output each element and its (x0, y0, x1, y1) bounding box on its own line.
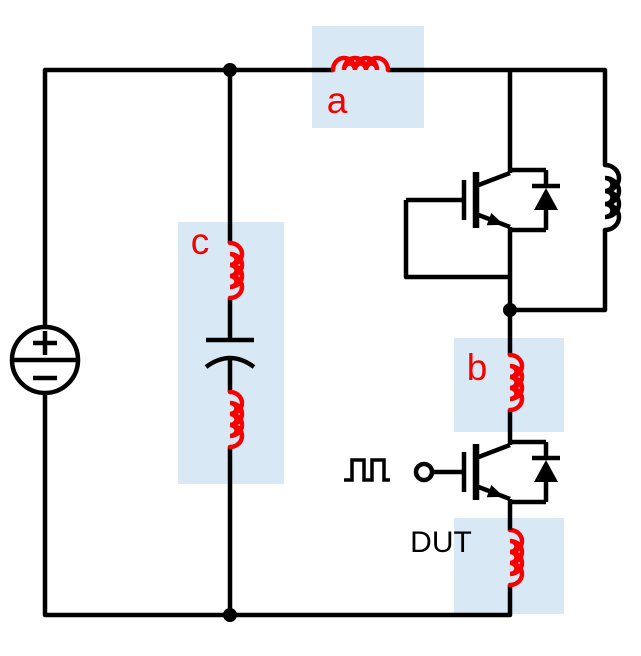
diode-high-leads (510, 167, 549, 233)
diode-dut-triangle (534, 460, 558, 482)
wire-right-to-midnode (510, 230, 608, 313)
capacitor-plate-bottom (204, 355, 256, 369)
load-inductor-coil (602, 162, 622, 233)
igbt-high-side (403, 70, 560, 310)
igbt-dut-collector-diagonal (475, 442, 511, 461)
label-dut: DUT (410, 526, 472, 559)
plus-icon (33, 331, 57, 355)
wire-bottom (42, 393, 513, 618)
junction-dot-midpoint (503, 303, 517, 317)
igbt-high-collector-diagonal (475, 170, 511, 189)
label-inductor-a: a (327, 80, 348, 121)
igbt-dut (432, 439, 560, 530)
parasitic-inductor-a-coil (330, 55, 391, 73)
parasitic-inductor-emitter-coil (507, 527, 525, 588)
parasitic-inductor-b-coil (507, 352, 525, 413)
igbt-high-gate-emitter-short (403, 200, 510, 280)
diode-high-triangle (534, 188, 558, 210)
parasitic-inductor-c-lower-coil (227, 389, 245, 450)
igbt-high-emitter-arrow (486, 213, 504, 226)
pulse-signal-icon (344, 458, 390, 482)
junction-dot-top (223, 63, 237, 77)
label-inductor-c: c (191, 221, 210, 262)
label-inductor-b: b (467, 347, 488, 388)
igbt-dut-emitter-arrow (486, 485, 504, 498)
wire-top-right (388, 67, 608, 165)
dc-voltage-source (9, 324, 81, 396)
diode-dut-leads (510, 439, 549, 505)
parasitic-inductor-c-upper-coil (227, 240, 245, 301)
highlight-box-inductor-a (312, 26, 424, 128)
gate-terminal-circle (413, 461, 435, 483)
junction-dot-bottom (223, 608, 237, 622)
